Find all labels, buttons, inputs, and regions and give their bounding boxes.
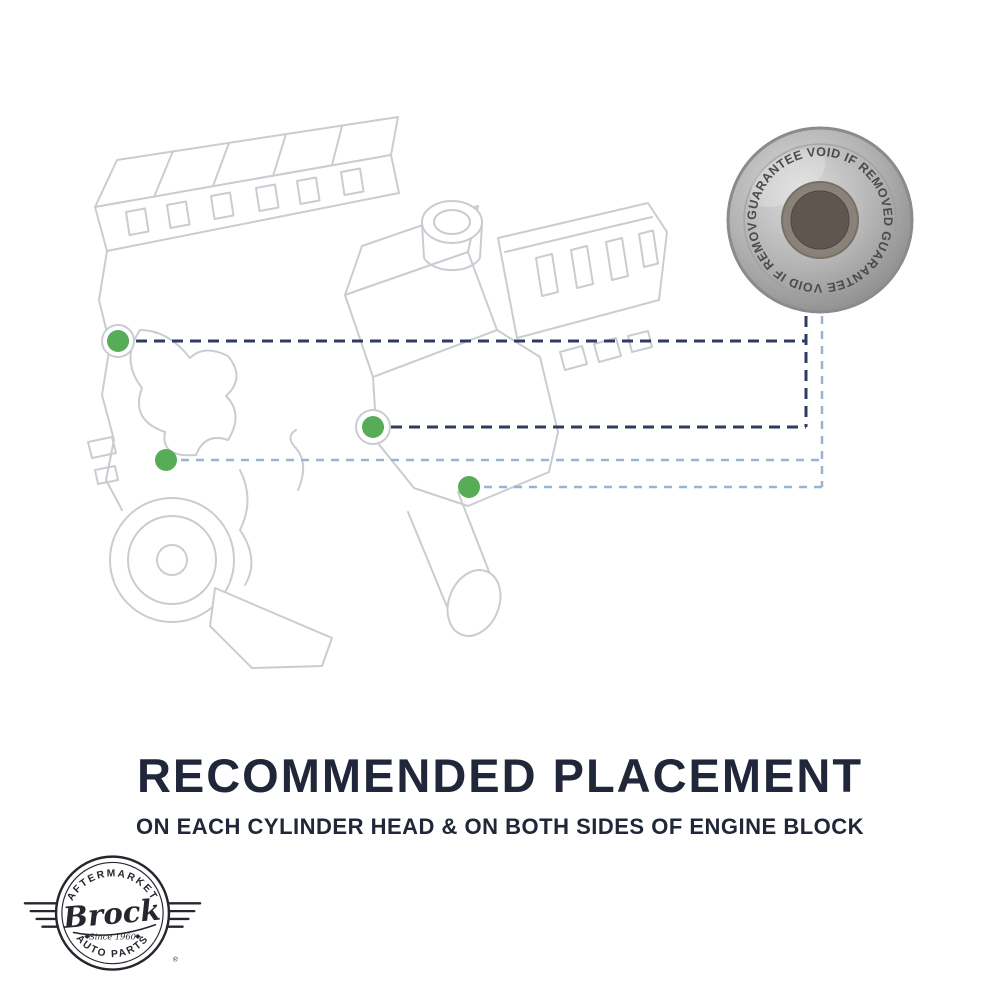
subheadline: ON EACH CYLINDER HEAD & ON BOTH SIDES OF… [135,814,865,839]
logo-registered-mark: ® [173,956,178,964]
logo-tagline: Since 1960 [89,931,136,941]
placement-marker-left-cylinder-head [107,330,129,352]
heat-tab-plug: GUARANTEE VOID IF REMOVED GUARANTEE VOID… [726,126,914,314]
plug-center-core [790,190,850,250]
headline: RECOMMENDED PLACEMENT [136,749,864,802]
connector-lines [118,316,824,489]
logo-wing-left-icon [23,902,60,928]
placement-marker-engine-block-left-side [155,449,177,471]
logo-wing-right-icon [165,902,202,928]
engine-placement-diagram: GUARANTEE VOID IF REMOVED GUARANTEE VOID… [87,116,914,669]
logo-inner-ring [61,861,164,965]
logo-outer-ring [54,855,171,971]
logo-script-name: Brock [61,893,162,935]
engine-line-art [87,116,668,669]
placement-markers [107,330,480,498]
brand-logo: AFTERMARKET AUTO PARTS Brock Since 1960 … [23,855,202,971]
placement-marker-engine-block-right-side [458,476,480,498]
placement-marker-right-cylinder-head [362,416,384,438]
